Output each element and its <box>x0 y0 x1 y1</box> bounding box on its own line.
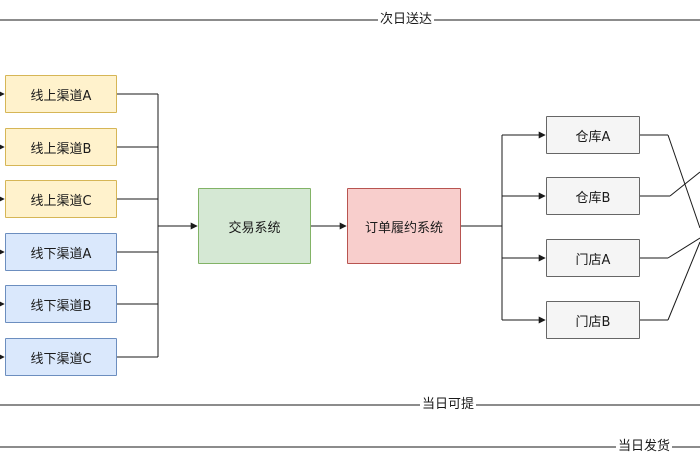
same-day-pickup-label: 当日可提 <box>420 397 477 413</box>
offline-channel-c: 线下渠道C <box>5 338 117 376</box>
online-channel-b: 线上渠道B <box>5 128 117 166</box>
left-entry-arrows <box>0 90 5 361</box>
warehouse-b: 仓库B <box>546 177 640 215</box>
offline-channel-a: 线下渠道A <box>5 233 117 271</box>
same-day-ship-label: 当日发货 <box>616 439 673 455</box>
channel-merge-connector <box>117 93 198 358</box>
next-day-delivery-label: 次日送达 <box>378 12 435 28</box>
store-b: 门店B <box>546 301 640 339</box>
online-channel-c: 线上渠道C <box>5 180 117 218</box>
online-channel-a: 线上渠道A <box>5 75 117 113</box>
offline-channel-b: 线下渠道B <box>5 285 117 323</box>
warehouse-a: 仓库A <box>546 116 640 154</box>
trade-system-box: 交易系统 <box>198 188 311 264</box>
store-a: 门店A <box>546 239 640 277</box>
site-outgoing-lines <box>640 134 700 321</box>
order-fulfillment-system-box: 订单履约系统 <box>347 188 461 264</box>
fulfillment-fanout-connector <box>461 131 546 324</box>
